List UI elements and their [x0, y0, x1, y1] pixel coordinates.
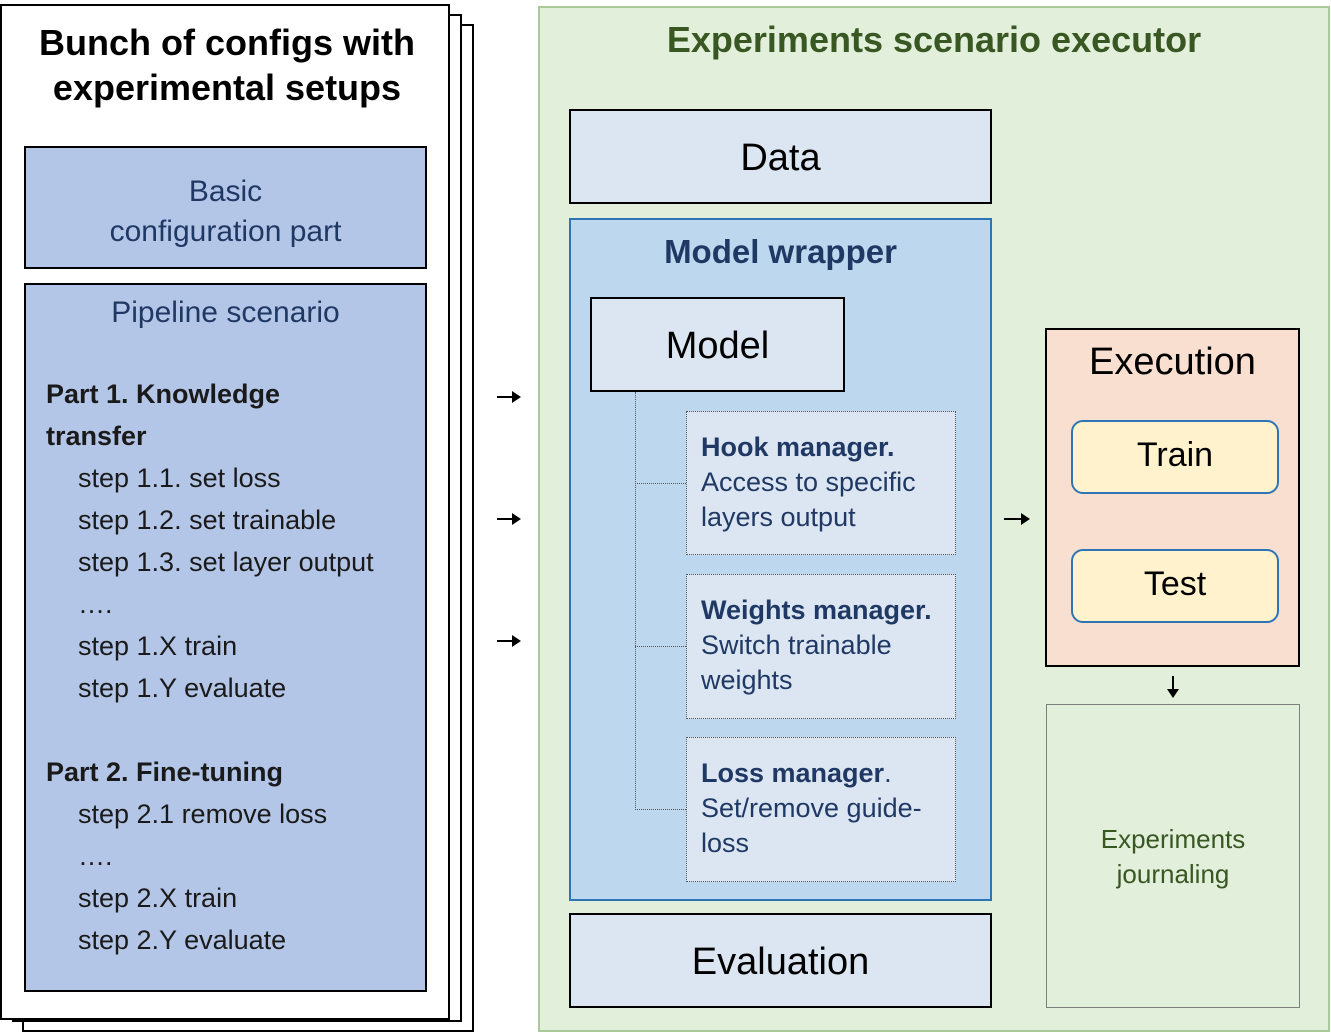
hook-manager-desc: Access to specific layers output: [701, 467, 916, 532]
part-1-title-line-2: transfer: [46, 421, 147, 451]
loss-manager-desc: . Set/remove guide-loss: [701, 758, 922, 858]
pipeline-scenario-title: Pipeline scenario: [111, 296, 340, 329]
pipeline-step: step 2.X train: [78, 883, 238, 913]
loss-connector-line: [635, 809, 686, 810]
model-label: Model: [665, 325, 770, 367]
execution-title: Execution: [1089, 341, 1256, 383]
pipeline-step: step 2.Y evaluate: [78, 925, 287, 955]
hook-connector-line: [635, 483, 686, 484]
executor-title: Experiments scenario executor: [666, 19, 1202, 60]
train-label: Train: [1136, 436, 1214, 474]
journaling-box: Experiments journaling: [1046, 704, 1300, 1008]
pipeline-step: step 2.1 remove loss: [78, 799, 328, 829]
pipeline-step: step 1.1. set loss: [78, 463, 281, 493]
basic-config-line-1: Basic: [188, 175, 263, 208]
pipeline-step-ellipsis: ….: [78, 589, 113, 619]
data-box: Data: [569, 109, 992, 204]
pipeline-step: step 1.X train: [78, 631, 238, 661]
weights-manager-box: Weights manager. Switch trainable weight…: [686, 574, 956, 719]
part-2-title: Part 2. Fine-tuning: [46, 757, 284, 787]
weights-manager-title: Weights manager.: [701, 595, 932, 625]
model-wrapper-title: Model wrapper: [664, 233, 897, 270]
arrow-right-icon: [497, 513, 521, 525]
configs-title-line-1: Bunch of configs with: [39, 22, 415, 63]
evaluation-box: Evaluation: [569, 913, 992, 1008]
test-step: Test: [1071, 549, 1279, 623]
arrow-right-icon: [1004, 513, 1030, 525]
pipeline-scenario-box: Pipeline scenario Part 1. Knowledge tran…: [24, 283, 427, 992]
hook-manager-title: Hook manager.: [701, 432, 895, 462]
pipeline-step-ellipsis: ….: [78, 841, 113, 871]
configs-title-line-2: experimental setups: [52, 67, 402, 108]
loss-manager-title: Loss manager: [701, 758, 885, 788]
data-label: Data: [740, 137, 821, 179]
arrow-right-icon: [497, 391, 521, 403]
evaluation-label: Evaluation: [691, 941, 870, 983]
model-box: Model: [590, 297, 845, 392]
basic-config-line-2: configuration part: [109, 215, 342, 248]
weights-manager-desc: Switch trainable weights: [701, 630, 892, 695]
pipeline-step: step 1.3. set layer output: [78, 547, 374, 577]
execution-box: Execution Train Test: [1045, 328, 1300, 667]
basic-configuration-box: Basic configuration part: [24, 146, 427, 269]
hook-manager-box: Hook manager. Access to specific layers …: [686, 411, 956, 555]
weights-connector-line: [635, 646, 686, 647]
arrow-down-icon: [1167, 676, 1179, 698]
configs-title: Bunch of configs with experimental setup…: [2, 20, 452, 110]
train-step: Train: [1071, 420, 1279, 494]
model-connector-line: [635, 392, 636, 810]
journal-line-1: Experiments: [1100, 824, 1246, 854]
journal-line-2: journaling: [1116, 859, 1230, 889]
pipeline-step: step 1.Y evaluate: [78, 673, 287, 703]
loss-manager-box: Loss manager. Set/remove guide-loss: [686, 737, 956, 882]
part-1-title-line-1: Part 1. Knowledge: [46, 379, 281, 409]
pipeline-step: step 1.2. set trainable: [78, 505, 337, 535]
test-label: Test: [1143, 565, 1207, 603]
arrow-right-icon: [497, 635, 521, 647]
